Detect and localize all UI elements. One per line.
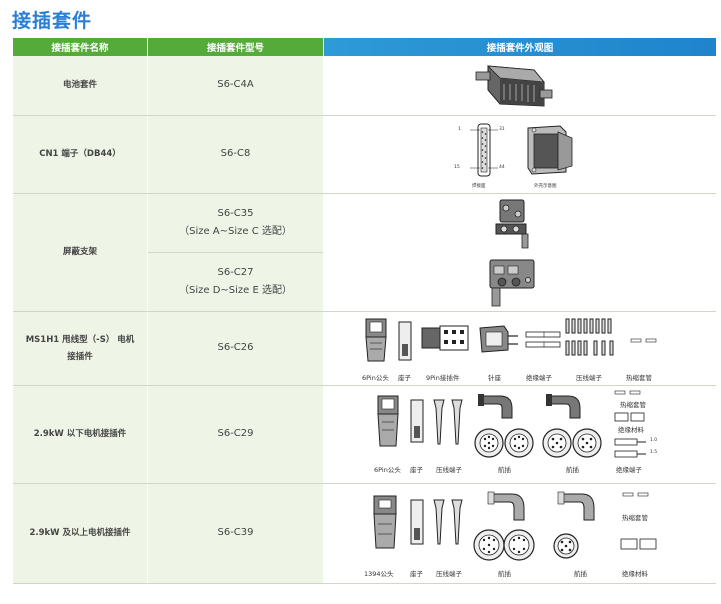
- caption: 热缩套管: [620, 401, 646, 409]
- kit-model: S6-C29: [217, 428, 254, 440]
- battery-box-icon: [475, 65, 553, 107]
- table-row: 屏蔽支架 S6-C35 （Size A~Size C 选配） S6-C27 （S…: [13, 194, 716, 312]
- aviation-socket-icon: [542, 428, 602, 458]
- table-header: 接插套件名称 接插套件型号 接插套件外观图: [13, 38, 716, 56]
- crimp-terminal-icon: [433, 399, 463, 445]
- shield-bracket-large-icon: [489, 259, 535, 307]
- wire-size-label: 1.0: [650, 438, 658, 443]
- kit-name: CN1 端子（DB44）: [13, 116, 147, 193]
- insulated-terminal-icon: [614, 438, 646, 458]
- kit-image: [324, 194, 716, 311]
- 9pin-connector-icon: [421, 325, 469, 351]
- header-kit-name: 接插套件名称: [13, 38, 147, 56]
- kit-name: 2.9kW 以下电机接插件: [13, 386, 147, 483]
- insulation-material-icon: [620, 538, 657, 550]
- aviation-plug-elbow-icon: [557, 491, 595, 521]
- caption: 座子: [410, 466, 423, 474]
- caption: 航插: [498, 570, 511, 578]
- kit-image: 1 15 31 44 焊接面 外壳示意图: [324, 116, 716, 193]
- 6pin-male-plug-icon: [365, 318, 387, 362]
- caption: 航插: [574, 570, 587, 578]
- db44-shell-icon: [527, 125, 573, 175]
- heat-shrink-tube-icon: [622, 492, 649, 497]
- aviation-socket-icon: [474, 428, 534, 458]
- caption: 1394公头: [364, 570, 394, 578]
- aviation-plug-elbow-icon: [487, 491, 525, 521]
- kit-image: 热缩套管 1394公头 座子 压线端子 航插 航插 绝缘材料: [324, 484, 716, 583]
- shield-bracket-small-icon: [495, 199, 529, 249]
- 1394-male-plug-icon: [373, 495, 397, 549]
- aviation-plug-elbow-icon: [478, 394, 513, 419]
- heat-shrink-tube-icon: [630, 338, 657, 343]
- caption: 航插: [566, 466, 579, 474]
- table-row: 2.9kW 以下电机接插件 S6-C29: [13, 386, 716, 484]
- caption: 绝缘端子: [526, 374, 552, 382]
- kit-name: 屏蔽支架: [13, 194, 147, 311]
- caption: 针座: [488, 374, 501, 382]
- kit-model: S6-C27 （Size D~Size E 选配）: [148, 252, 323, 311]
- header-kit-appearance: 接插套件外观图: [324, 38, 716, 56]
- caption: 压线端子: [576, 374, 602, 382]
- pin-header-icon: [479, 325, 518, 353]
- kit-image: 热缩套管 绝缘材料 1.0 1.5 6Pin公头 座子 压线端子 航插 航插 绝…: [324, 386, 716, 483]
- db44-solder-face-icon: [470, 123, 498, 177]
- caption: 热缩套管: [622, 514, 648, 522]
- 6pin-male-plug-icon: [377, 395, 399, 447]
- caption: 绝缘材料: [618, 426, 644, 434]
- aviation-socket-icon: [553, 533, 579, 559]
- kit-name: 电池套件: [13, 56, 147, 115]
- kit-image: 6Pin公头 座子 9Pin接插件 针座 绝缘端子 压线端子 热缩套管: [324, 312, 716, 385]
- table-row: MS1H1 甩线型（-S） 电机 接插件 S6-C26: [13, 312, 716, 386]
- crimp-terminals-icon: [565, 318, 614, 356]
- caption-solder-face: 焊接面: [472, 184, 486, 189]
- table-row: CN1 端子（DB44） S6-C8 1 15 31 44 焊接面: [13, 116, 716, 194]
- pin-label: 15: [454, 165, 460, 170]
- table-row: 2.9kW 及以上电机接插件 S6-C39: [13, 484, 716, 584]
- caption: 航插: [498, 466, 511, 474]
- table-row: 电池套件 S6-C4A: [13, 56, 716, 116]
- caption: 绝缘材料: [622, 570, 648, 578]
- caption: 6Pin公头: [374, 466, 401, 474]
- kit-model: S6-C4A: [217, 79, 254, 91]
- heat-shrink-tube-icon: [614, 390, 641, 395]
- connector-kit-table: 接插套件名称 接插套件型号 接插套件外观图 电池套件 S6-C4A CN1 端子…: [13, 38, 716, 584]
- caption-shell: 外壳示意图: [534, 184, 557, 189]
- kit-image: [324, 56, 716, 115]
- caption: 压线端子: [436, 466, 462, 474]
- kit-model: S6-C35 （Size A~Size C 选配）: [179, 207, 292, 238]
- pin-label: 1: [458, 127, 461, 132]
- caption: 绝缘端子: [616, 466, 642, 474]
- kit-model: S6-C26: [217, 342, 254, 354]
- wire-size-label: 1.5: [650, 450, 658, 455]
- caption: 压线端子: [436, 570, 462, 578]
- kit-name: 2.9kW 及以上电机接插件: [13, 484, 147, 583]
- pin-label: 31: [499, 127, 505, 132]
- header-kit-model: 接插套件型号: [148, 38, 323, 56]
- page-title: 接插套件: [12, 10, 93, 32]
- aviation-socket-icon: [473, 529, 535, 561]
- insulation-material-icon: [614, 412, 645, 422]
- pin-label: 44: [499, 165, 505, 170]
- caption: 9Pin接插件: [426, 374, 460, 382]
- caption: 6Pin公头: [362, 374, 389, 382]
- caption: 热缩套管: [626, 374, 652, 382]
- kit-model: S6-C39: [217, 527, 254, 539]
- socket-icon: [410, 399, 424, 443]
- aviation-plug-elbow-icon: [546, 394, 581, 419]
- insulated-terminal-icon: [525, 331, 561, 348]
- kit-model: S6-C8: [220, 148, 251, 160]
- caption: 座子: [398, 374, 411, 382]
- caption: 座子: [410, 570, 423, 578]
- crimp-terminal-icon: [433, 499, 463, 545]
- kit-name: MS1H1 甩线型（-S） 电机 接插件: [13, 312, 147, 385]
- socket-icon: [398, 321, 412, 361]
- socket-icon: [410, 499, 424, 545]
